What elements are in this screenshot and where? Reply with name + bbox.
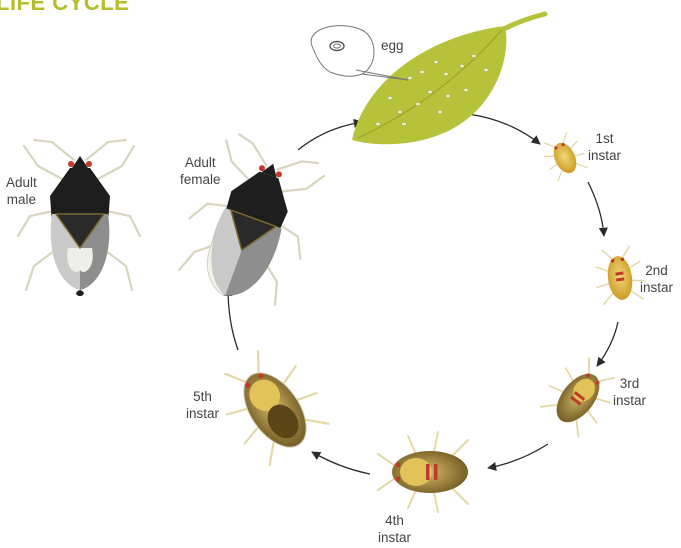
arrow-2nd-to-3rd	[597, 322, 618, 366]
first-instar-nymph	[538, 130, 589, 182]
arrow-egg-to-1st	[468, 114, 540, 144]
label-egg: egg	[381, 37, 404, 54]
leaf-blade	[352, 26, 506, 144]
third-instar-nymph	[536, 350, 625, 441]
arrow-4th-to-5th	[312, 452, 370, 474]
arrow-1st-to-2nd	[588, 182, 604, 236]
egg-closeup	[330, 42, 344, 51]
adult-male-bug	[18, 140, 140, 296]
leaf-with-eggs	[352, 14, 545, 144]
arrow-3rd-to-4th	[488, 444, 548, 468]
fourth-instar-nymph	[378, 432, 468, 512]
arrow-5th-to-adult	[228, 288, 238, 350]
fifth-instar-nymph	[206, 337, 335, 469]
second-instar-nymph	[592, 245, 647, 305]
arrow-adult-to-egg	[298, 122, 362, 150]
